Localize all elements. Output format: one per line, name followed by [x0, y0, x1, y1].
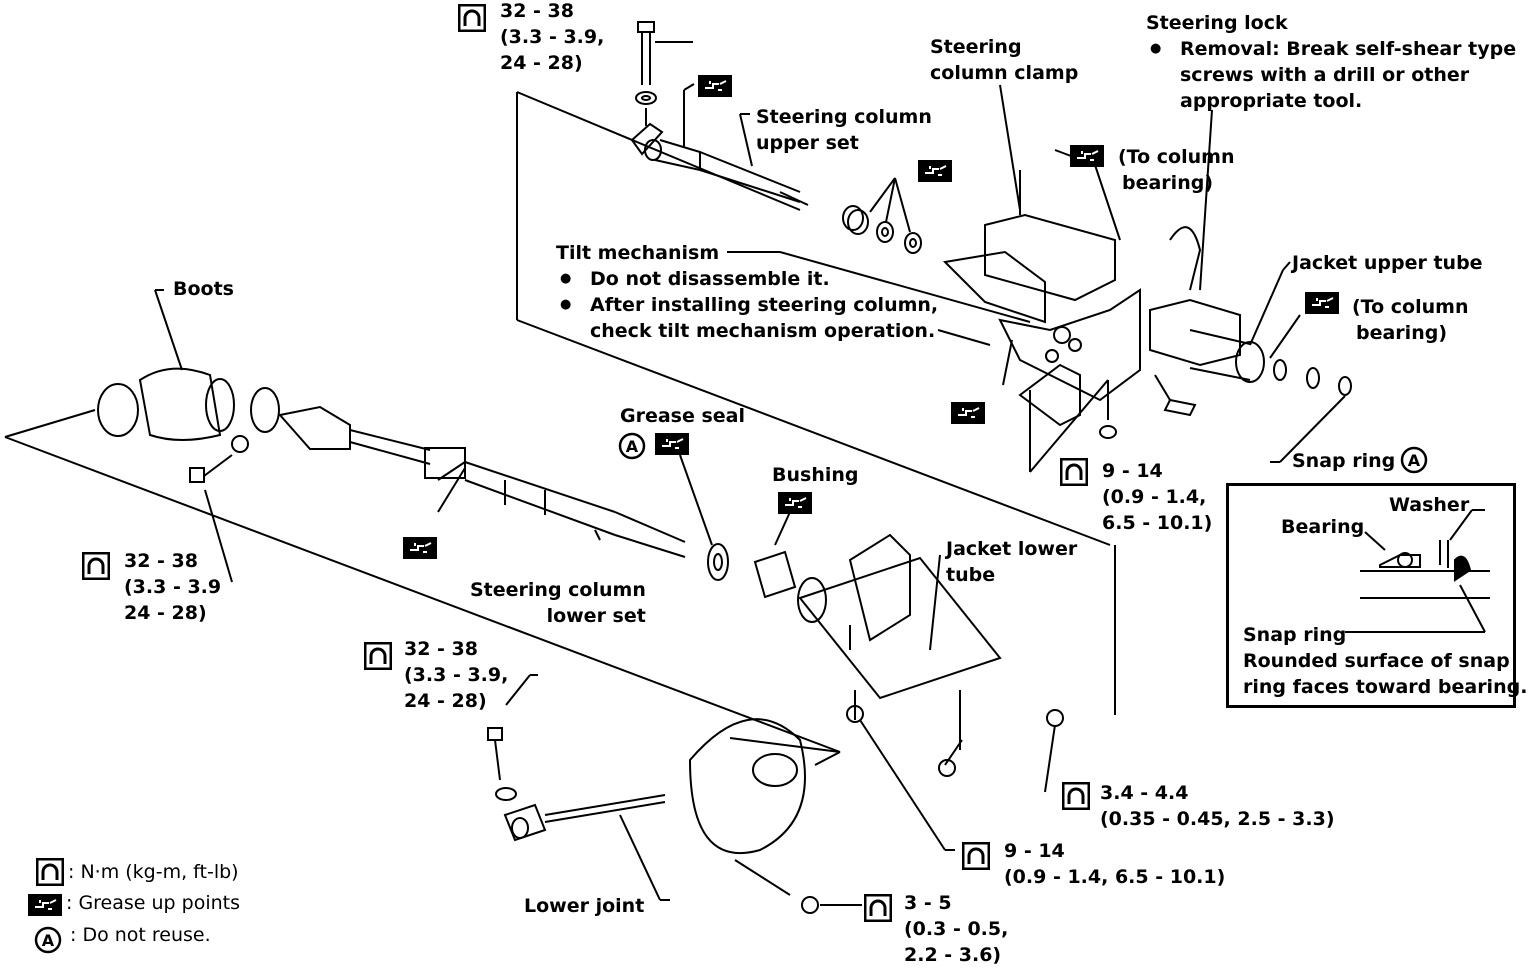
torque-lower-joint-bolt: 32 - 38 (3.3 - 3.9, 24 - 28)	[404, 638, 509, 712]
torque-icon	[1062, 782, 1090, 810]
torque-icon	[864, 894, 892, 922]
torque-boot-plate-bolt: 3 - 5 (0.3 - 0.5, 2.2 - 3.6)	[904, 892, 1009, 966]
torque-icon	[458, 4, 486, 32]
torque-tube-bolt: 9 - 14 (0.9 - 1.4, 6.5 - 10.1)	[1004, 840, 1226, 888]
legend-do-not-reuse-icon: A	[34, 926, 62, 954]
label-snap-ring: Snap ring	[1292, 450, 1396, 472]
label-to-column-bearing: (To column bearing)	[1118, 146, 1235, 194]
torque-icon	[82, 552, 110, 580]
torque-upper-bolt: 32 - 38 (3.3 - 3.9, 24 - 28)	[500, 0, 605, 74]
label-column-clamp: Steering column clamp	[930, 36, 1079, 84]
torque-clamp-bolt: 9 - 14 (0.9 - 1.4, 6.5 - 10.1)	[1102, 460, 1213, 534]
snap-ring-inset: Washer Bearing Snap ring Rounded surface…	[1226, 483, 1527, 708]
circle-a-text: A	[42, 931, 55, 950]
label-bushing: Bushing	[772, 464, 859, 486]
legend-torque: : N·m (kg-m, ft-lb)	[68, 861, 239, 883]
legend-grease-icon	[28, 894, 62, 916]
do-not-reuse-icon: A	[618, 432, 646, 460]
torque-small-bolt: 3.4 - 4.4 (0.35 - 0.45, 2.5 - 3.3)	[1100, 782, 1335, 830]
inset-washer: Washer	[1389, 494, 1470, 516]
label-to-column-bearing-2: (To column bearing)	[1352, 296, 1469, 344]
torque-icon	[1060, 458, 1088, 486]
label-jacket-upper-tube: Jacket upper tube	[1292, 252, 1483, 274]
inset-bearing: Bearing	[1281, 516, 1365, 538]
label-upper-set: Steering column upper set	[756, 106, 932, 154]
label-tilt-mechanism: Tilt mechanism Do not disassemble it. Af…	[556, 240, 938, 344]
torque-icon	[962, 842, 990, 870]
circle-a-text: A	[626, 437, 639, 456]
label-boots: Boots	[173, 278, 234, 300]
legend-grease: : Grease up points	[66, 892, 241, 914]
label-lower-set: Steering column lower set	[470, 579, 646, 627]
inset-snap-ring: Snap ring	[1243, 624, 1347, 646]
do-not-reuse-icon: A	[1400, 446, 1428, 474]
circle-a-text: A	[1408, 451, 1421, 470]
inset-note: Rounded surface of snap ring faces towar…	[1243, 650, 1528, 698]
legend-torque-icon	[36, 858, 64, 886]
label-lower-joint: Lower joint	[524, 895, 645, 917]
label-jacket-lower-tube: Jacket lower tube	[946, 538, 1078, 586]
label-grease-seal: Grease seal	[620, 405, 746, 427]
torque-lower-left: 32 - 38 (3.3 - 3.9 24 - 28)	[124, 550, 222, 624]
label-steering-lock: Steering lock Removal: Break self-shear …	[1146, 10, 1516, 114]
legend-reuse: : Do not reuse.	[70, 924, 211, 946]
torque-icon	[364, 642, 392, 670]
